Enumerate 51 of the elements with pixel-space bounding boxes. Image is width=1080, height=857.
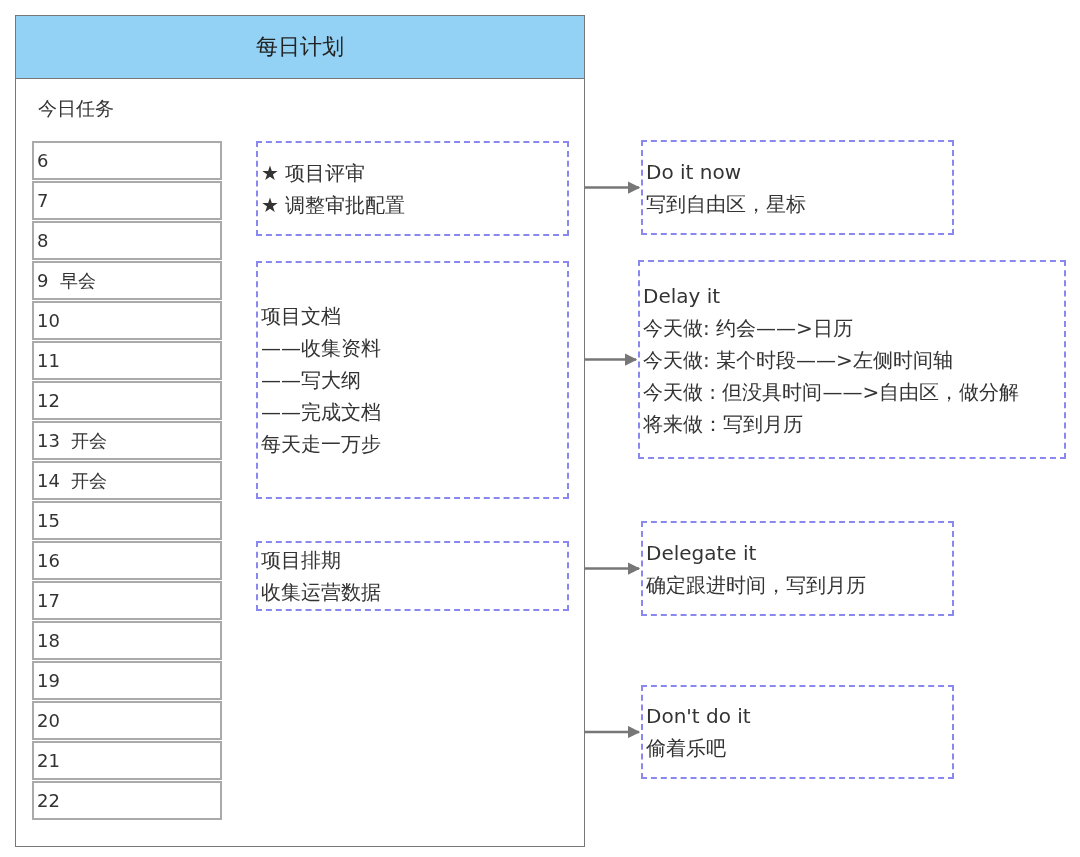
- task-text: Delegate it: [646, 539, 757, 567]
- time-row: 10: [32, 301, 222, 340]
- time-row: 8: [32, 221, 222, 260]
- time-row: 13 开会: [32, 421, 222, 460]
- time-row: 6: [32, 141, 222, 180]
- task-box: [638, 260, 1066, 459]
- task-text: ★ 项目评审: [261, 159, 366, 187]
- time-row: 7: [32, 181, 222, 220]
- task-text: 今天做 : 但没具时间——>自由区，做分解: [643, 378, 1020, 406]
- time-row: 11: [32, 341, 222, 380]
- task-text: Don't do it: [646, 703, 751, 730]
- task-box: [641, 140, 954, 235]
- panel-header: 每日计划: [16, 16, 584, 79]
- time-row: 9 早会: [32, 261, 222, 300]
- task-text: 今天做: 某个时段——>左侧时间轴: [643, 346, 953, 374]
- time-row: 17: [32, 581, 222, 620]
- task-text: 将来做：写到月历: [643, 410, 803, 438]
- arrow: [585, 562, 641, 575]
- time-row: 18: [32, 621, 222, 660]
- time-row: 20: [32, 701, 222, 740]
- task-text: 项目排期: [261, 547, 341, 574]
- task-box: [256, 541, 569, 611]
- task-text: Do it now: [646, 158, 742, 186]
- task-box: [641, 521, 954, 616]
- time-row: 19: [32, 661, 222, 700]
- task-text: ——完成文档: [261, 399, 381, 426]
- time-row: 16: [32, 541, 222, 580]
- time-row: 15: [32, 501, 222, 540]
- task-text: 收集运营数据: [261, 579, 381, 606]
- task-text: 偷着乐吧: [646, 735, 726, 762]
- plan-panel: [15, 15, 585, 847]
- task-text: ——写大纲: [261, 367, 361, 394]
- section-label: 今日任务: [38, 96, 114, 121]
- task-text: ——收集资料: [261, 335, 381, 362]
- task-box: [256, 141, 569, 236]
- task-text: 今天做: 约会——>日历: [643, 314, 853, 342]
- time-row: 22: [32, 781, 222, 820]
- task-box: [256, 261, 569, 499]
- time-row: 21: [32, 741, 222, 780]
- task-text: 确定跟进时间，写到月历: [646, 571, 866, 599]
- time-row: 14 开会: [32, 461, 222, 500]
- arrow: [585, 181, 641, 194]
- task-text: Delay it: [643, 282, 721, 310]
- arrow: [585, 725, 641, 739]
- arrow: [585, 353, 638, 366]
- time-row: 12: [32, 381, 222, 420]
- task-text: 每天走一万步: [261, 431, 381, 458]
- task-text: ★ 调整审批配置: [261, 191, 406, 219]
- task-text: 项目文档: [261, 303, 341, 330]
- task-text: 写到自由区，星标: [646, 190, 806, 218]
- task-box: [641, 685, 954, 779]
